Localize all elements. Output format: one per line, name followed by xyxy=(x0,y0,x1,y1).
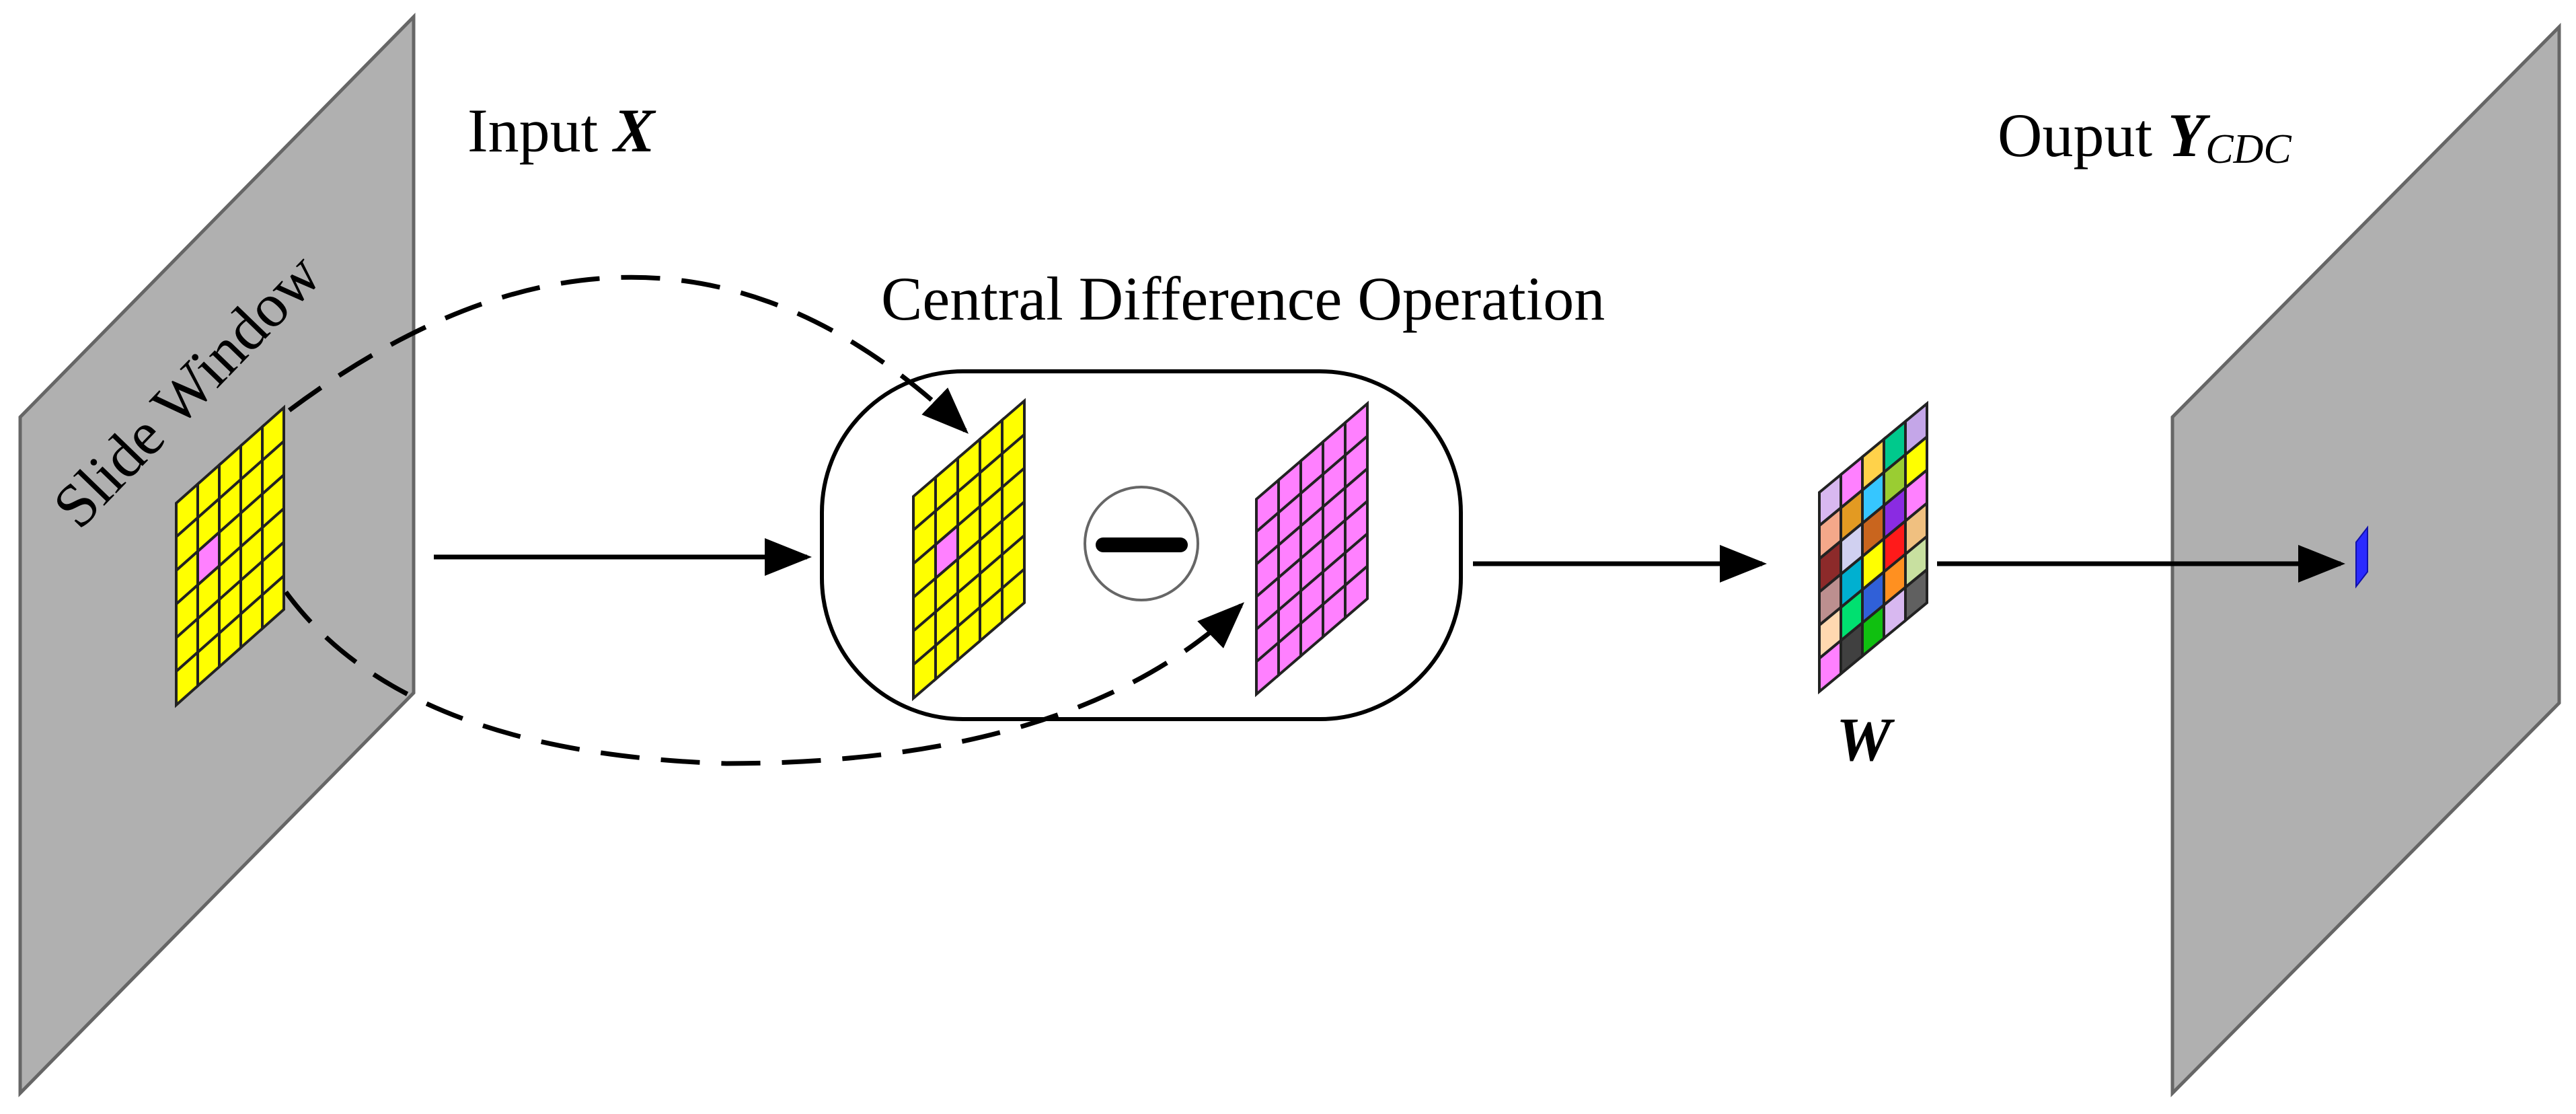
operation-title: Central Difference Operation xyxy=(881,264,1605,333)
input-label: Input X xyxy=(467,96,656,165)
neighbor-grid xyxy=(1255,400,1369,698)
weight-cell xyxy=(1904,566,1928,624)
output-label: Ouput YCDC xyxy=(1998,101,2291,172)
input-variable: X xyxy=(611,96,656,165)
dashed-arrow-to-neighbor xyxy=(284,590,1245,766)
input-window-grid xyxy=(175,404,285,708)
dashed-arrow-to-center xyxy=(287,274,969,434)
weight-label: W xyxy=(1836,705,1895,774)
weight-grid xyxy=(1818,400,1928,695)
output-prefix: Ouput xyxy=(1998,101,2168,170)
input-prefix: Input xyxy=(467,96,613,165)
output-variable: Y xyxy=(2168,101,2211,170)
input-window-cell xyxy=(261,572,285,632)
center-grid xyxy=(912,398,1026,702)
center-cell xyxy=(1001,566,1026,625)
output-subscript: CDC xyxy=(2205,126,2291,172)
operation-box xyxy=(820,369,1463,721)
neighbor-cell xyxy=(1344,563,1369,621)
output-pixel xyxy=(2355,525,2368,589)
